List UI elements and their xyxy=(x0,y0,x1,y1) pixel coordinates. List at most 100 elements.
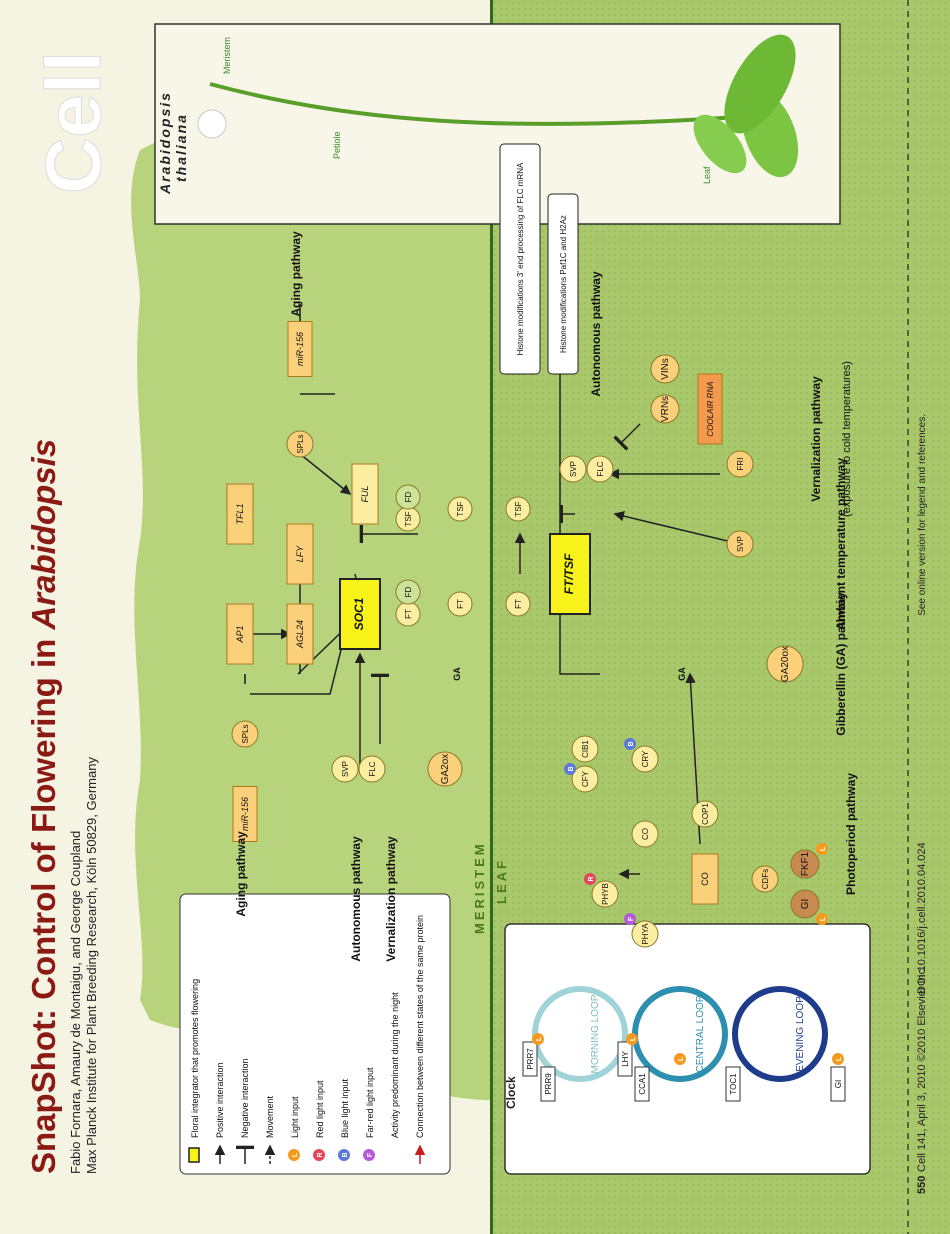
node-label: PHYA xyxy=(641,923,650,945)
ft-leaf: FT xyxy=(505,591,531,617)
node-label: FLC xyxy=(596,461,605,476)
node-label: CDFs xyxy=(761,869,770,889)
pathway-aging-top: Aging pathway xyxy=(289,231,303,317)
plant-label-meristem: Meristem xyxy=(222,37,232,74)
node-label: FUL xyxy=(360,485,370,502)
node-label: CO xyxy=(641,828,650,840)
fri-node: FRI xyxy=(726,450,754,478)
gi-clock-box: GI xyxy=(830,1066,846,1102)
authors: Fabio Fornara, Amaury de Montaigu, and G… xyxy=(68,831,83,1174)
light-dot-lhy: L xyxy=(626,1033,638,1045)
ft-meristem: FT xyxy=(395,601,421,627)
phyb-node: PHYB xyxy=(591,880,619,908)
legend-light-letter: F xyxy=(367,1152,374,1157)
legend-text: Floral integrator that promotes flowerin… xyxy=(190,979,200,1138)
light-dot-toc1: L xyxy=(674,1053,686,1065)
legend-light-letter: L xyxy=(292,1152,299,1157)
soc1-integrator: SOC1 xyxy=(339,578,381,650)
tfl1-box: TFL1 xyxy=(226,483,254,545)
plant-label-leaf: Leaf xyxy=(702,166,712,184)
light-letter: B xyxy=(628,741,635,746)
light-letter: L xyxy=(836,1056,843,1061)
node-label: TSF xyxy=(404,511,413,526)
node-label: TFL1 xyxy=(235,503,245,524)
legend-light-icon xyxy=(288,1149,300,1161)
node-label: FT xyxy=(404,609,413,619)
node-label: FT xyxy=(456,599,465,609)
box-label: Histone modifications Paf1C and H2Az xyxy=(559,215,568,353)
leaf-3 xyxy=(693,114,747,174)
footer-citation: Cell 141, April 3, 2010 ©2010 Elsevier I… xyxy=(916,966,928,1172)
tsf-meristem: TSF xyxy=(395,506,421,532)
cdfs-node: CDFs xyxy=(751,865,779,893)
fd-meristem-2: FD xyxy=(395,484,421,510)
node-label: CIB1 xyxy=(581,740,590,758)
svp-leaf-2: SVP xyxy=(726,530,754,558)
pathway-ga: Gibberellin (GA) pathway xyxy=(834,592,848,736)
node-label: FKF1 xyxy=(800,851,811,876)
legend-row: Floral integrator that promotes flowerin… xyxy=(188,979,200,1163)
footer-page: 550 xyxy=(916,1176,928,1194)
fd-meristem-1: FD xyxy=(395,579,421,605)
node-label: PRR7 xyxy=(526,1048,535,1070)
node-label: FT xyxy=(514,599,523,609)
legend-integrator-icon xyxy=(188,1147,200,1163)
light-dot-cry: B xyxy=(624,738,636,750)
meristem-label: MERISTEM xyxy=(472,841,487,934)
footer-doi: DOI 10.1016/j.cell.2010.04.024 xyxy=(916,842,928,994)
node-label: SVP xyxy=(341,761,350,777)
fttsf-integrator: FT/TSF xyxy=(549,533,591,615)
node-label: CO xyxy=(700,872,710,886)
legend-text: Movement xyxy=(265,1095,275,1138)
agl24-box: AGL24 xyxy=(286,603,314,665)
node-label: AGL24 xyxy=(295,620,305,649)
ga-leaf-label: GA xyxy=(677,667,687,681)
node-label: CRY xyxy=(641,750,650,767)
node-label: AP1 xyxy=(235,625,245,643)
morning-loop-label: MORNING LOOP xyxy=(590,994,601,1073)
lhy-box: LHY xyxy=(617,1041,633,1077)
svp-meristem: SVP xyxy=(331,755,359,783)
node-label: FT/TSF xyxy=(562,553,576,594)
pathway-photoperiod: Photoperiod pathway xyxy=(844,773,858,895)
light-dot-cfy: B xyxy=(564,763,576,775)
node-label: miR-156 xyxy=(240,797,250,831)
plant-stem xyxy=(209,82,781,126)
legend-light-letter: R xyxy=(317,1152,324,1157)
mir156-top: miR-156 xyxy=(287,321,313,377)
flc-leaf: FLC xyxy=(586,455,614,483)
plant-title-1: Arabidopsis xyxy=(157,91,173,195)
plant-panel: Arabidopsis thaliana Meristem Petiole Le… xyxy=(154,23,841,225)
node-label: LHY xyxy=(621,1051,630,1067)
spls-top: SPLs xyxy=(286,430,314,458)
svp-leaf: SVP xyxy=(559,455,587,483)
legend: Floral integrator that promotes flowerin… xyxy=(179,893,451,1175)
node-label: FD xyxy=(404,586,413,597)
phya-node: PHYA xyxy=(631,920,659,948)
gi-node: GI xyxy=(790,889,820,919)
node-label: GA2ox xyxy=(440,754,451,785)
cib1-node: CIB1 xyxy=(571,735,599,763)
node-label: FD xyxy=(404,491,413,502)
prr9-box: PRR9 xyxy=(540,1066,556,1102)
node-label: PRR9 xyxy=(544,1073,553,1095)
node-label: SVP xyxy=(569,461,578,477)
legend-text: Light input xyxy=(290,1096,300,1138)
toc1-box: TOC1 xyxy=(725,1066,741,1102)
node-label: SPLs xyxy=(296,434,305,453)
leaf-label: LEAF xyxy=(494,858,509,904)
clock-panel: Clock MORNING LOOP CENTRAL LOOP EVENING … xyxy=(504,923,871,1175)
legend-text: Negative interaction xyxy=(240,1058,250,1138)
node-label: COOLAIR RNA xyxy=(706,381,715,436)
legend-row: Positive interaction xyxy=(214,1062,226,1164)
node-label: VRNs xyxy=(660,396,671,422)
light-letter: L xyxy=(630,1036,637,1041)
legend-text: Positive interaction xyxy=(215,1062,225,1138)
pathway-vernalization-leaf: Vernalization pathway xyxy=(809,376,823,502)
co-gene-box: CO xyxy=(691,853,719,905)
legend-light-icon xyxy=(313,1149,325,1161)
cry-node: CRY xyxy=(631,745,659,773)
node-label: VINs xyxy=(660,358,671,380)
prr7-box: PRR7 xyxy=(522,1041,538,1077)
legend-text: Activity predominant during the night xyxy=(390,992,400,1138)
